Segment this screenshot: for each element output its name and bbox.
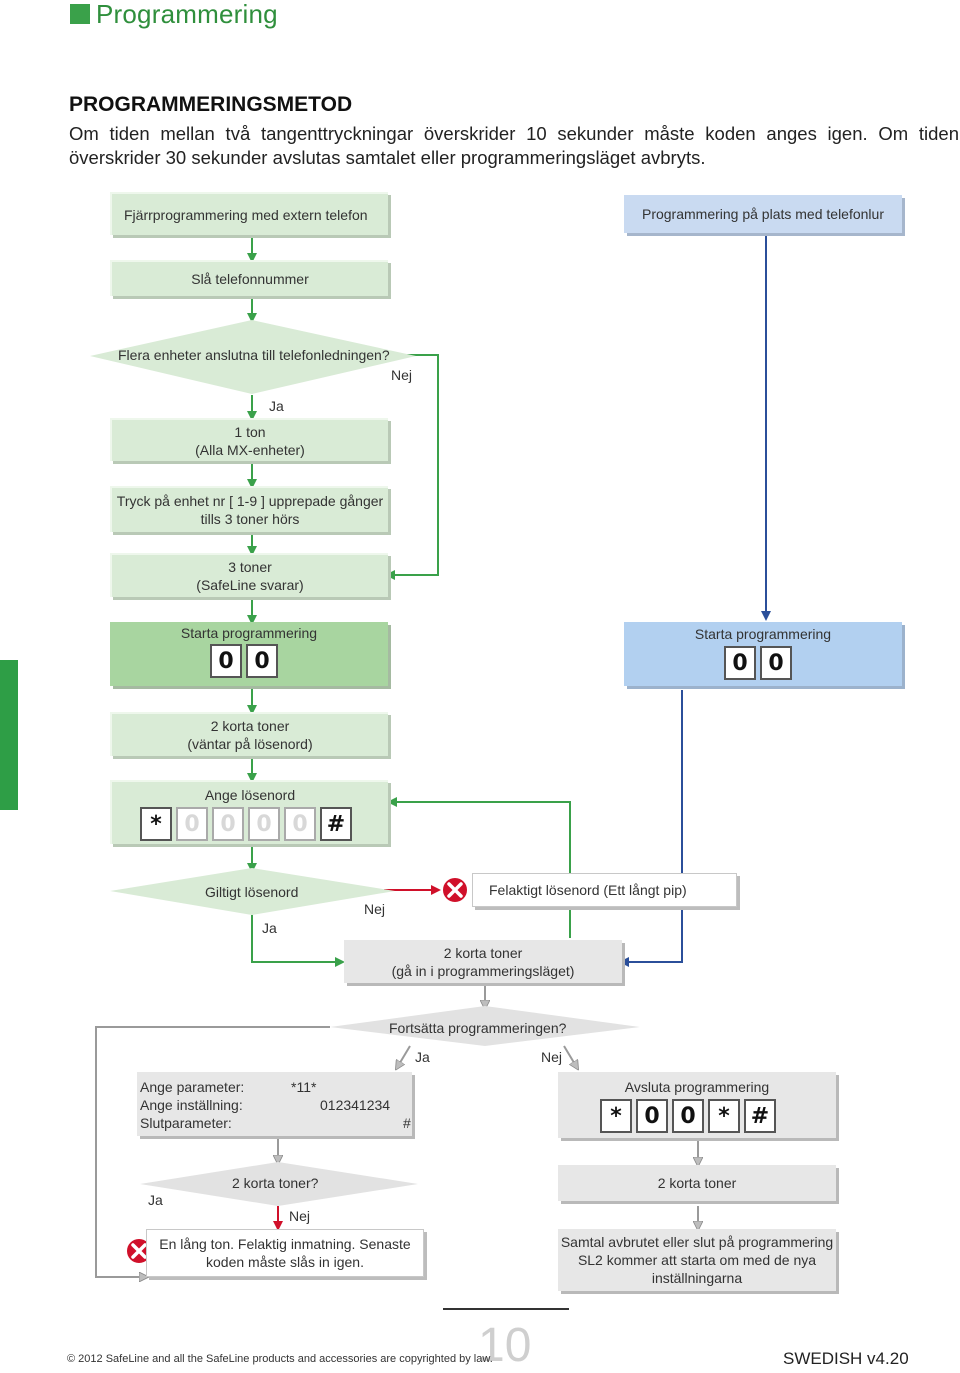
dial-number-box: Slå telefonnummer: [110, 260, 388, 296]
no-label-3: Nej: [541, 1049, 563, 1065]
multi-units-question: Flera enheter anslutna till telefonledni…: [118, 347, 390, 363]
section-heading: PROGRAMMERINGSMETOD: [69, 93, 353, 116]
key-star: *: [600, 1099, 632, 1133]
param-label: Ange parameter:: [140, 1079, 245, 1095]
section-intro: Om tiden mellan två tangenttryckningar ö…: [69, 123, 959, 168]
continue-question: Fortsätta programmeringen?: [389, 1020, 567, 1036]
valid-password-label: Giltigt lösenord: [205, 884, 299, 900]
decision-continue: [330, 1006, 640, 1046]
setting-value: 012341234: [320, 1097, 391, 1113]
no-label-4: Nej: [289, 1208, 311, 1224]
key-hash: #: [320, 807, 352, 841]
param-value: *11*: [291, 1079, 317, 1095]
version-label: SWEDISH v4.20: [783, 1349, 909, 1368]
no-label-1: Nej: [391, 367, 413, 383]
password-keys: * 0 0 0 0 #: [140, 807, 352, 841]
error-icon: [125, 1237, 153, 1265]
wrong-password-box: Felaktigt lösenord (Ett långt pip): [472, 873, 737, 907]
local-programming-box: Programmering på plats med telefonlur: [624, 195, 902, 233]
long-tone-error-box: En lång ton. Felaktig inmatning. Senaste…: [146, 1229, 424, 1277]
decision-multi-units: [90, 320, 416, 394]
two-short-end-box: 2 korta toner: [558, 1165, 836, 1201]
yes-label-1: Ja: [269, 398, 284, 414]
key-hash: #: [744, 1099, 776, 1133]
key-0: 0: [636, 1099, 668, 1133]
end-param-label: Slutparameter:: [140, 1115, 232, 1131]
yes-label-4: Ja: [148, 1192, 163, 1208]
end-param-value: #: [403, 1115, 411, 1131]
page-number: 10: [478, 1319, 532, 1372]
key-0: 0: [212, 807, 244, 841]
yes-label-3: Ja: [415, 1049, 430, 1065]
key-0: 0: [210, 644, 242, 678]
press-unit-box: Tryck på enhet nr [ 1-9 ] upprepade gång…: [110, 486, 388, 532]
yes-label-2: Ja: [262, 920, 277, 936]
key-0: 0: [246, 644, 278, 678]
remote-programming-box: Fjärrprogrammering med extern telefon: [110, 192, 388, 235]
two-short-wait-box: 2 korta toner(väntar på lösenord): [110, 712, 388, 756]
page-header-title: Programmering: [96, 0, 278, 29]
key-0: 0: [284, 807, 316, 841]
key-0: 0: [724, 646, 756, 680]
side-tab-marker: [0, 660, 18, 810]
key-0: 0: [672, 1099, 704, 1133]
header-square-icon: [70, 4, 90, 24]
enter-programming-mode-box: 2 korta toner(gå in i programmeringsläge…: [344, 940, 622, 983]
start-keys-remote: 0 0: [210, 644, 278, 678]
page-number-rule: [443, 1308, 569, 1310]
setting-label: Ange inställning:: [140, 1097, 243, 1113]
copyright-notice: © 2012 SafeLine and all the SafeLine pro…: [67, 1353, 493, 1365]
call-ended-box: Samtal avbrutet eller slut på programmer…: [558, 1229, 836, 1291]
start-keys-local: 0 0: [724, 646, 792, 680]
key-star: *: [708, 1099, 740, 1133]
one-tone-box: 1 ton(Alla MX-enheter): [110, 418, 388, 461]
end-keys: * 0 0 * #: [600, 1099, 776, 1133]
key-0: 0: [176, 807, 208, 841]
key-0: 0: [248, 807, 280, 841]
key-0: 0: [760, 646, 792, 680]
parameter-box: [137, 1072, 412, 1136]
key-star: *: [140, 807, 172, 841]
error-icon: [441, 876, 469, 904]
decision-two-short: [140, 1162, 418, 1206]
two-short-question: 2 korta toner?: [232, 1175, 319, 1191]
decision-valid-password: [110, 868, 395, 915]
no-label-2: Nej: [364, 901, 386, 917]
three-tones-box: 3 toner(SafeLine svarar): [110, 553, 388, 597]
